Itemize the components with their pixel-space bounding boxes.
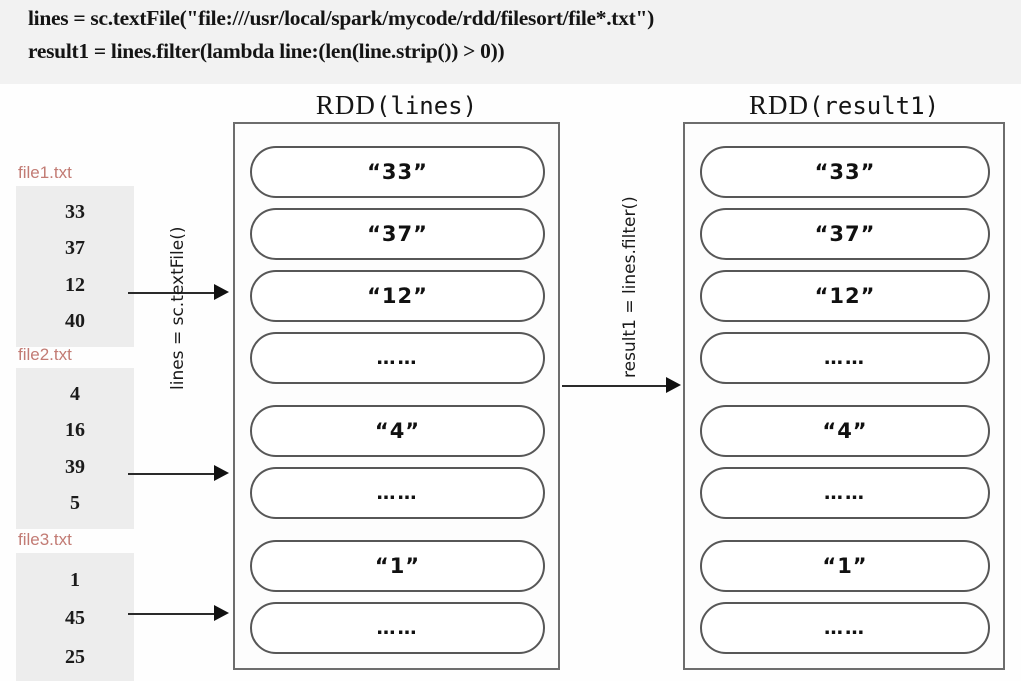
file1-value-1: 37 (65, 237, 85, 260)
partition-label: “1” (374, 553, 421, 578)
file1-value-0: 33 (65, 201, 85, 224)
transform-label-filter: result1 = lines.filter() (620, 196, 640, 378)
code-header: lines = sc.textFile("file:///usr/local/s… (0, 0, 1021, 84)
rdd-title-lines-name: (lines) (375, 92, 478, 120)
rdd-title-result1: RDD(result1) (683, 90, 1005, 121)
rdd-lines-partition-1: “37” (250, 208, 545, 260)
rdd-lines-partition-5: …… (250, 467, 545, 519)
partition-label: …… (824, 616, 866, 639)
partition-label: …… (376, 481, 419, 504)
partition-label: …… (824, 481, 866, 504)
rdd-title-result1-prefix: RDD (748, 90, 809, 120)
rdd-lines-partition-3: …… (250, 332, 545, 384)
rdd-title-lines-prefix: RDD (315, 90, 376, 120)
file2-value-3: 5 (70, 491, 80, 514)
file-label-file2: file2.txt (18, 345, 72, 364)
code-line-2: result1 = lines.filter(lambda line:(len(… (28, 39, 505, 63)
file-box-file3: 1 45 25 (16, 553, 134, 681)
arrow-line-file2 (128, 473, 218, 475)
transform-label-textfile: lines = sc.textFile() (168, 226, 188, 390)
arrow-line-file1 (128, 292, 218, 294)
partition-label: “1” (822, 553, 868, 578)
file2-value-1: 16 (65, 419, 85, 442)
partition-label: “4” (374, 418, 421, 443)
rdd-lines-partition-4: “4” (250, 405, 545, 457)
file-label-file3: file3.txt (18, 530, 72, 549)
file-label-file1: file1.txt (18, 163, 72, 182)
code-line-1: lines = sc.textFile("file:///usr/local/s… (28, 6, 654, 30)
rdd-result1-partition-1: “37” (700, 208, 990, 260)
partition-label: “4” (822, 418, 868, 443)
partition-label: “12” (814, 283, 876, 308)
partition-label: “37” (367, 221, 428, 246)
rdd-result1-partition-5: …… (700, 467, 990, 519)
rdd-title-result1-name: (result1) (808, 92, 940, 120)
partition-label: “33” (367, 159, 428, 184)
file1-value-3: 40 (65, 309, 85, 332)
file2-value-2: 39 (65, 455, 85, 478)
arrow-line-file3 (128, 613, 218, 615)
arrow-head-filter (666, 377, 681, 393)
rdd-lines-partition-0: “33” (250, 146, 545, 198)
arrow-head-file2 (214, 465, 229, 481)
file3-value-1: 45 (65, 607, 85, 630)
file-box-file1: 33 37 12 40 (16, 186, 134, 347)
rdd-lines-partition-7: …… (250, 602, 545, 654)
file2-value-0: 4 (70, 383, 80, 406)
rdd-title-lines: RDD(lines) (233, 90, 560, 121)
partition-label: “33” (814, 159, 876, 184)
file-box-file2: 4 16 39 5 (16, 368, 134, 529)
partition-label: …… (824, 346, 866, 369)
arrow-line-filter (562, 385, 669, 387)
arrow-head-file3 (214, 605, 229, 621)
rdd-result1-partition-0: “33” (700, 146, 990, 198)
rdd-box-result1: “33” “37” “12” …… “4” …… “1” …… (683, 122, 1005, 670)
rdd-result1-partition-3: …… (700, 332, 990, 384)
partition-label: …… (376, 346, 419, 369)
rdd-lines-partition-2: “12” (250, 270, 545, 322)
rdd-result1-partition-4: “4” (700, 405, 990, 457)
partition-label: “12” (367, 283, 428, 308)
file3-value-2: 25 (65, 645, 85, 668)
partition-label: …… (376, 616, 419, 639)
file3-value-0: 1 (70, 569, 80, 592)
rdd-lines-partition-6: “1” (250, 540, 545, 592)
rdd-box-lines: “33” “37” “12” …… “4” …… “1” …… (233, 122, 560, 670)
file1-value-2: 12 (65, 273, 85, 296)
partition-label: “37” (814, 221, 876, 246)
rdd-result1-partition-2: “12” (700, 270, 990, 322)
arrow-head-file1 (214, 284, 229, 300)
rdd-result1-partition-7: …… (700, 602, 990, 654)
rdd-result1-partition-6: “1” (700, 540, 990, 592)
